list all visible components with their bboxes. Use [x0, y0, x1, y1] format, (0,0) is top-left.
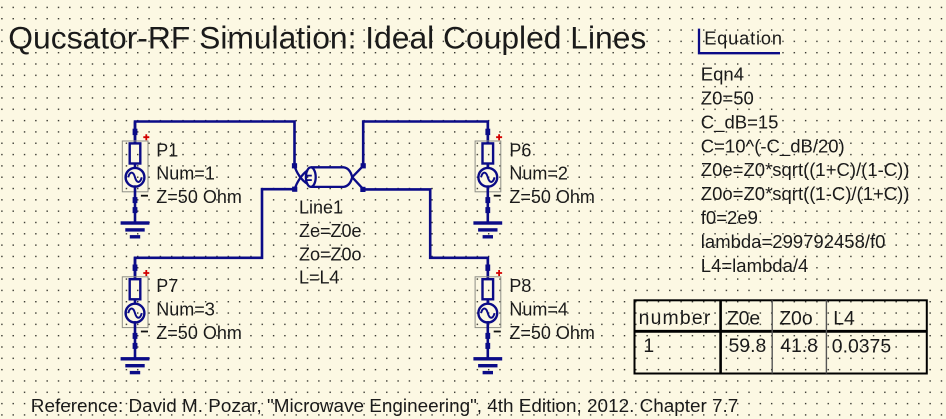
svg-text:C_dB=15: C_dB=15	[701, 111, 779, 133]
svg-text:Z=50 Ohm: Z=50 Ohm	[509, 187, 595, 207]
svg-text:0.0375: 0.0375	[832, 335, 891, 357]
svg-text:Z=50 Ohm: Z=50 Ohm	[509, 323, 595, 343]
svg-text:Ze=Z0e: Ze=Z0e	[299, 221, 362, 241]
svg-text:41.8: 41.8	[780, 335, 818, 357]
svg-text:P7: P7	[156, 276, 178, 296]
svg-text:Z=50 Ohm: Z=50 Ohm	[156, 187, 242, 207]
svg-text:Num=1: Num=1	[156, 164, 215, 184]
svg-text:59.8: 59.8	[729, 335, 767, 357]
svg-text:P8: P8	[509, 276, 531, 296]
svg-text:1: 1	[643, 335, 654, 357]
svg-text:Qucsator-RF Simulation: Ideal: Qucsator-RF Simulation: Ideal Coupled Li…	[8, 20, 646, 56]
svg-text:L=L4: L=L4	[299, 268, 340, 288]
svg-text:lambda=299792458/f0: lambda=299792458/f0	[701, 231, 886, 252]
svg-text:number: number	[639, 307, 712, 329]
svg-text:Z0o=Z0*sqrt((1-C)/(1+C)): Z0o=Z0*sqrt((1-C)/(1+C))	[701, 183, 910, 204]
svg-text:Num=2: Num=2	[509, 164, 568, 184]
svg-text:Z0e=Z0*sqrt((1+C)/(1-C)): Z0e=Z0*sqrt((1+C)/(1-C))	[701, 159, 910, 180]
svg-text:L4: L4	[833, 307, 855, 329]
svg-text:Num=4: Num=4	[509, 300, 568, 320]
svg-text:Reference: David M. Pozar, "Mi: Reference: David M. Pozar, "Microwave En…	[31, 396, 739, 417]
svg-text:Eqn4: Eqn4	[701, 64, 744, 85]
svg-text:Z0=50: Z0=50	[701, 88, 754, 109]
svg-text:P1: P1	[156, 140, 178, 160]
svg-text:Z0o: Z0o	[779, 307, 812, 329]
svg-text:Z0e: Z0e	[727, 307, 760, 329]
svg-text:Zo=Z0o: Zo=Z0o	[299, 244, 362, 264]
svg-text:Line1: Line1	[299, 198, 343, 218]
svg-text:Equation: Equation	[704, 29, 783, 49]
svg-text:Num=3: Num=3	[156, 300, 215, 320]
svg-text:L4=lambda/4: L4=lambda/4	[701, 255, 809, 276]
svg-text:C=10^(-C_dB/20): C=10^(-C_dB/20)	[701, 135, 845, 157]
svg-text:P6: P6	[509, 140, 531, 160]
svg-text:Z=50 Ohm: Z=50 Ohm	[156, 323, 242, 343]
svg-text:f0=2e9: f0=2e9	[701, 207, 758, 228]
